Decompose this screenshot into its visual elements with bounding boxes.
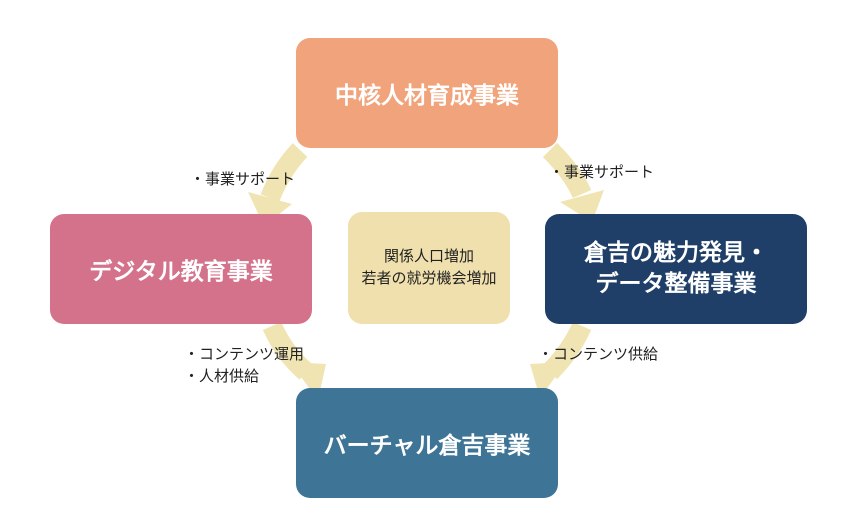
node-kurayoshi-data-line1: 倉吉の魅力発見・ — [584, 239, 768, 266]
node-core-talent-label: 中核人材育成事業 — [335, 83, 519, 109]
node-kurayoshi-data-line2: データ整備事業 — [595, 271, 757, 297]
node-core-talent: 中核人材育成事業 — [296, 38, 558, 148]
edge-label-top-left-text: ・事業サポート — [190, 170, 296, 188]
edge-label-left-bottom: ・コンテンツ運用 ・人材供給 — [184, 344, 304, 388]
arrow-top-to-left — [260, 143, 308, 202]
node-digital-education-label: デジタル教育事業 — [89, 259, 273, 285]
edge-label-left-bottom-line1: ・コンテンツ運用 — [184, 345, 305, 363]
edge-label-right-bottom: ・コンテンツ供給 — [538, 344, 658, 366]
arrow-top-to-left-head — [248, 192, 292, 226]
edge-label-top-left: ・事業サポート — [190, 169, 295, 191]
node-kurayoshi-data: 倉吉の魅力発見・ データ整備事業 — [545, 214, 807, 324]
center-outcome-line1: 関係人口増加 — [383, 247, 474, 266]
edge-label-left-bottom-line2: ・人材供給 — [184, 366, 260, 385]
node-virtual-kurayoshi-label: バーチャル倉吉事業 — [323, 433, 531, 459]
edge-label-top-right: ・事業サポート — [549, 162, 654, 184]
arrow-top-to-right — [542, 142, 592, 199]
center-outcome-line2: 若者の就労機会増加 — [361, 269, 497, 287]
edge-label-top-right-text: ・事業サポート — [549, 163, 655, 181]
edge-label-right-bottom-text: ・コンテンツ供給 — [538, 345, 659, 363]
center-outcome: 関係人口増加 若者の就労機会増加 — [348, 212, 510, 324]
node-digital-education: デジタル教育事業 — [50, 214, 312, 324]
node-virtual-kurayoshi: バーチャル倉吉事業 — [296, 388, 558, 498]
